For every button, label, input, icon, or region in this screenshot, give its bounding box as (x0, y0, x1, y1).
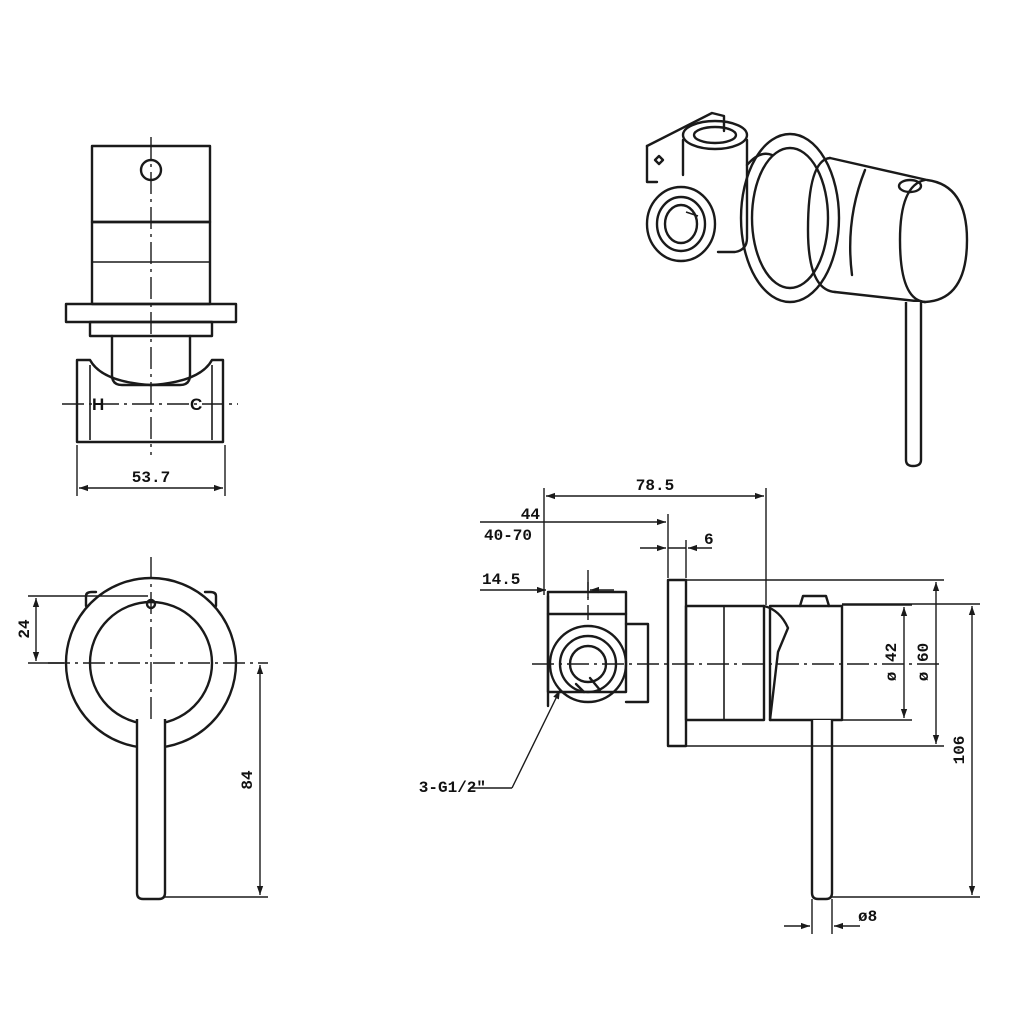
iso-mounting-bracket (645, 111, 726, 148)
iso-side-port-thread (685, 211, 699, 217)
hot-port-label: H (92, 395, 104, 414)
dim-6-label: 6 (704, 531, 714, 549)
iso-side-port-inner (663, 203, 699, 245)
iso-handle-barrel (828, 156, 969, 304)
side-view-handle-bevel (762, 604, 790, 722)
side-view-indicator-knob (798, 594, 831, 608)
cold-port-label: C (190, 395, 202, 414)
front-view: 24 84 (16, 557, 268, 901)
side-view-port-detail (574, 676, 602, 694)
dim-40-70-label: 40-70 (484, 527, 532, 545)
iso-cover-plate-outer (739, 132, 841, 304)
dim-78-5-label: 78.5 (636, 477, 674, 495)
iso-neck (745, 152, 774, 167)
iso-top-port-outer (681, 119, 749, 151)
dim-44-label: 44 (521, 506, 541, 524)
dim-53-7-label: 53.7 (132, 469, 170, 487)
thread-spec-label: 3-G1/2" (419, 779, 486, 797)
dim-24-label: 24 (16, 619, 34, 639)
iso-side-port-mid (655, 195, 707, 253)
iso-handle-bevel (848, 168, 867, 277)
dim-14-5-label: 14.5 (482, 571, 520, 589)
iso-cover-plate-inner (750, 146, 830, 290)
iso-side-port-outer (645, 185, 717, 263)
dim-106-label: 106 (951, 736, 969, 765)
side-view-cover-plate (666, 578, 688, 748)
side-view-top-port (546, 590, 628, 616)
dim-42-label: ø 42 (883, 643, 901, 681)
iso-bracket-hole (653, 154, 665, 166)
dim-60-label: ø 60 (915, 643, 933, 681)
isometric-view (645, 111, 969, 468)
top-view: H C 53.7 (62, 137, 238, 496)
top-view-valve-body (75, 358, 225, 444)
top-view-cap-hole (139, 158, 163, 182)
side-view-neck (624, 622, 650, 704)
iso-indicator-knob (897, 178, 923, 194)
side-view: 78.5 44 40-70 6 14.5 ø 42 ø 60 106 (419, 477, 980, 934)
thread-leader-line (511, 689, 561, 789)
top-view-flange-base (88, 320, 214, 338)
front-view-bracket-right (203, 590, 218, 608)
iso-handle-face-edge (898, 178, 927, 304)
side-view-lever (810, 720, 834, 901)
iso-top-port-inner (692, 125, 738, 145)
dim-84-label: 84 (239, 770, 257, 790)
iso-bracket-edge (645, 144, 659, 184)
iso-lever (904, 302, 923, 468)
side-view-handle-barrel (684, 604, 766, 722)
side-view-handle-cap (768, 604, 844, 722)
front-view-lever (135, 719, 167, 901)
iso-handle-base (806, 156, 837, 294)
dim-8-label: ø8 (858, 908, 877, 926)
